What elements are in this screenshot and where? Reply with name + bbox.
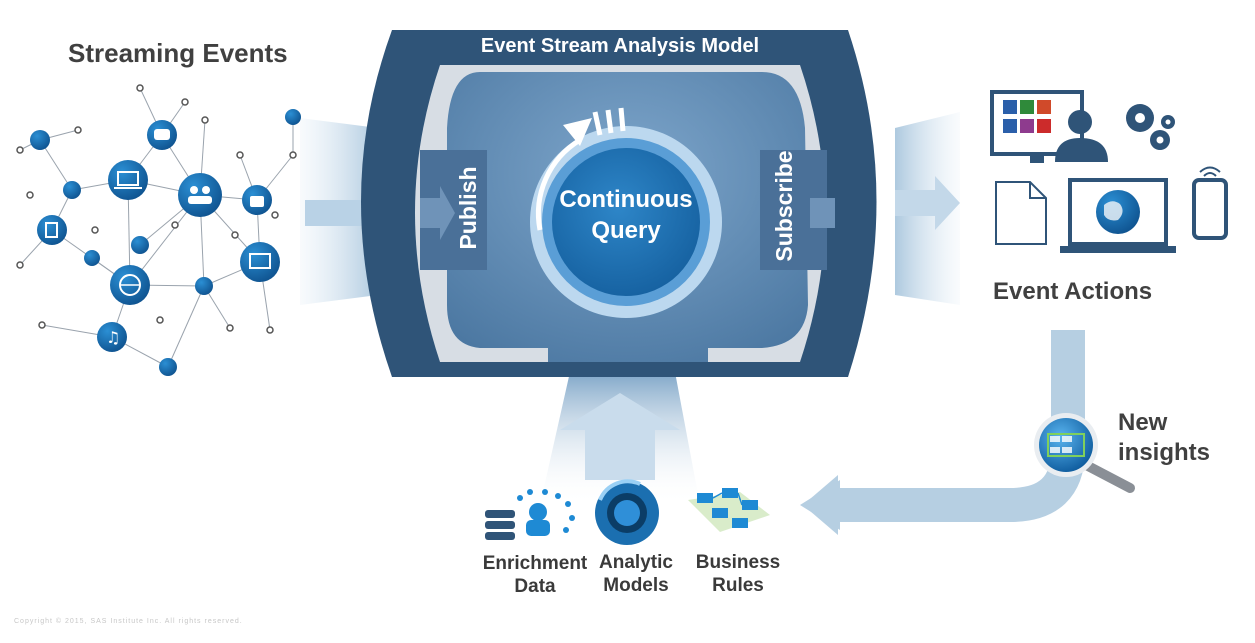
enrichment-line-2: Data [514, 576, 556, 597]
query-label: Continuous Query [546, 184, 706, 246]
mic-node-icon [285, 109, 301, 125]
laptop-node-icon [108, 160, 148, 200]
feedback-flow [835, 330, 1085, 522]
analytic-ring-icon [595, 479, 659, 545]
analytic-models-label: Analytic Models [586, 551, 686, 597]
query-tick-marks [592, 107, 626, 136]
copyright-notice: Copyright © 2015, SAS Institute Inc. All… [14, 618, 243, 625]
monitor-user-icon [990, 90, 1108, 163]
magnifier-icon [1034, 413, 1135, 493]
note-node-icon [37, 215, 67, 245]
insights-line-1: New [1118, 409, 1168, 436]
query-line-1: Continuous [559, 186, 693, 213]
database-icon [485, 510, 515, 540]
publish-arrow [420, 186, 455, 240]
share-node-icon [131, 236, 149, 254]
laptop-globe-icon [1060, 178, 1176, 253]
query-arrow-arc [535, 137, 582, 231]
event-actions-title: Event Actions [993, 278, 1153, 305]
document-icon [995, 181, 1047, 245]
query-line-2: Query [591, 217, 661, 244]
svg-text:♫: ♫ [106, 328, 120, 347]
business-line-2: Rules [712, 575, 764, 596]
insights-line-2: insights [1118, 439, 1211, 466]
phone-node-icon [30, 130, 50, 150]
analytic-line-2: Models [603, 575, 669, 596]
analytic-line-1: Analytic [599, 552, 673, 573]
publish-label: Publish [455, 166, 481, 250]
network-nodes: ♫ [30, 109, 301, 376]
new-insights-label: New insights [1118, 408, 1210, 468]
actions-arrow [895, 176, 960, 230]
people-node-icon [178, 173, 222, 217]
wifi-node-icon [159, 358, 177, 376]
streaming-events-title: Streaming Events [68, 38, 288, 68]
business-rules-label: Business Rules [686, 551, 790, 597]
music-node-icon [97, 322, 127, 352]
twitter-node-icon [63, 181, 81, 199]
people-cluster-icon [517, 489, 575, 536]
query-arrow-head [563, 118, 592, 146]
touch-screen-node-icon [240, 242, 280, 282]
flowchart-icon [688, 488, 770, 532]
smartphone-icon [1192, 166, 1228, 240]
star-node-icon [84, 250, 100, 266]
query-core [552, 148, 700, 296]
subscribe-arrow [810, 198, 835, 228]
model-title: Event Stream Analysis Model [480, 35, 760, 57]
business-line-1: Business [695, 552, 781, 573]
gears-icon [1126, 104, 1175, 150]
enrichment-data-label: Enrichment Data [478, 552, 592, 598]
sources-arrow [560, 393, 680, 480]
enrichment-line-1: Enrichment [482, 553, 588, 574]
subscribe-label: Subscribe [771, 150, 797, 262]
settings-node-icon [195, 277, 213, 295]
